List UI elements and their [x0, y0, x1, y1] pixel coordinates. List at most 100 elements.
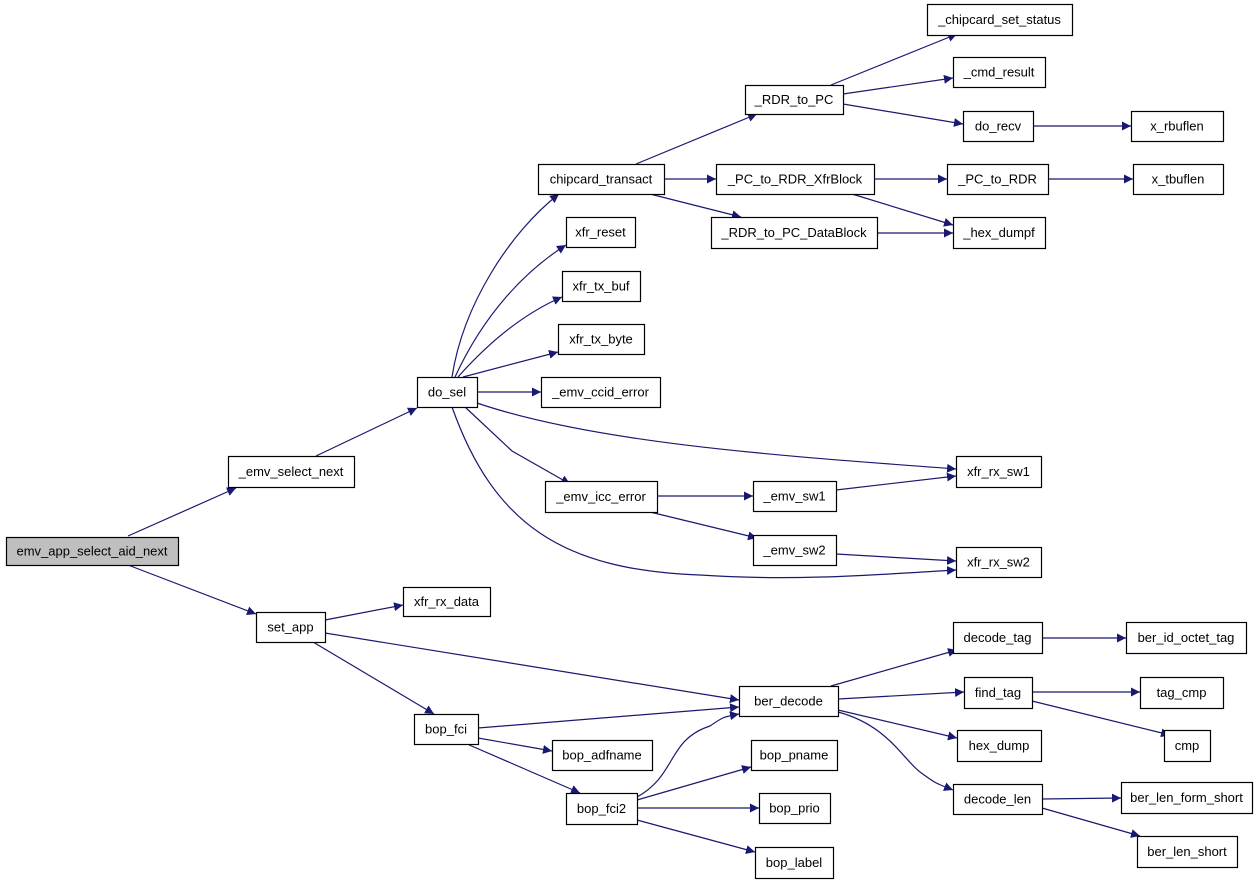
node-box-xfr_tx_byte [557, 323, 646, 356]
node-box-ber_id_octet_tag [1125, 621, 1248, 655]
node-box-bop_label [754, 846, 835, 880]
node-box-bop_prio [758, 792, 832, 825]
edge-bop_fci2-to-bop_label [636, 819, 756, 854]
node-label-emv_app_select_aid_next: emv_app_select_aid_next [16, 544, 167, 559]
node-box-ber_len_short [1136, 835, 1239, 869]
node-chipcard_transact[interactable]: chipcard_transact [537, 163, 666, 196]
node-label-xfr_tx_byte: xfr_tx_byte [569, 332, 633, 347]
node-label-_chipcard_set_status: _chipcard_set_status [937, 12, 1061, 27]
node-_PC_to_RDR[interactable]: _PC_to_RDR [946, 163, 1050, 196]
edge-ber_decode-to-decode_len [837, 711, 954, 791]
node-box-bop_fci2 [565, 792, 639, 826]
node-bop_prio[interactable]: bop_prio [758, 792, 832, 825]
node-bop_label[interactable]: bop_label [754, 846, 835, 880]
node-box-ber_len_form_short [1120, 781, 1254, 815]
edge-do_sel-to-xfr_reset [454, 244, 567, 378]
edge-do_sel-to-xfr_rx_sw1 [476, 402, 957, 473]
node-box-_PC_to_RDR [946, 163, 1050, 196]
node-xfr_rx_sw2[interactable]: xfr_rx_sw2 [955, 546, 1043, 579]
node-box-tag_cmp [1139, 676, 1225, 710]
node-xfr_rx_sw1[interactable]: xfr_rx_sw1 [955, 455, 1043, 489]
node-bop_fci2[interactable]: bop_fci2 [565, 792, 639, 826]
node-xfr_tx_byte[interactable]: xfr_tx_byte [557, 323, 646, 356]
node-box-_emv_ccid_error [540, 376, 662, 409]
node-cmp[interactable]: cmp [1163, 729, 1212, 763]
node-label-ber_decode: ber_decode [754, 694, 823, 709]
node-box-decode_len [952, 783, 1044, 816]
edge-emv_app_select_aid_next-to-_emv_select_next [127, 487, 237, 537]
node-decode_len[interactable]: decode_len [952, 783, 1044, 816]
edge-_RDR_to_PC-to-_chipcard_set_status [830, 33, 958, 86]
node-box-cmp [1163, 729, 1212, 763]
node-box-bop_pname [750, 739, 839, 772]
node-set_app[interactable]: set_app [255, 611, 327, 644]
node-_emv_sw2[interactable]: _emv_sw2 [752, 534, 838, 567]
node-box-_emv_sw2 [752, 534, 838, 567]
node-box-bop_fci [413, 713, 480, 746]
node-box-ber_decode [738, 685, 840, 718]
node-label-find_tag: find_tag [975, 685, 1021, 700]
node-label-do_recv: do_recv [975, 119, 1022, 134]
node-_PC_to_RDR_XfrBlock[interactable]: _PC_to_RDR_XfrBlock [715, 163, 876, 196]
node-xfr_rx_data[interactable]: xfr_rx_data [402, 586, 492, 618]
node-box-emv_app_select_aid_next [5, 536, 180, 567]
node-label-ber_id_octet_tag: ber_id_octet_tag [1138, 630, 1235, 645]
node-_RDR_to_PC_DataBlock[interactable]: _RDR_to_PC_DataBlock [710, 216, 879, 250]
node-label-chipcard_transact: chipcard_transact [550, 172, 653, 187]
node-_emv_ccid_error[interactable]: _emv_ccid_error [540, 376, 662, 409]
node-hex_dump[interactable]: hex_dump [956, 729, 1043, 763]
node-bop_pname[interactable]: bop_pname [750, 739, 839, 772]
node-tag_cmp[interactable]: tag_cmp [1139, 676, 1225, 710]
node-label-bop_adfname: bop_adfname [562, 748, 642, 763]
node-_emv_sw1[interactable]: _emv_sw1 [752, 480, 838, 513]
edge-find_tag-to-cmp [1031, 700, 1171, 738]
node-do_recv[interactable]: do_recv [962, 110, 1035, 143]
node-label-xfr_rx_sw1: xfr_rx_sw1 [967, 464, 1030, 479]
edge-chipcard_transact-to-_RDR_to_PC [635, 113, 758, 165]
node-box-find_tag [963, 676, 1034, 710]
edge-do_sel-to-chipcard_transact [451, 193, 560, 378]
node-bop_adfname[interactable]: bop_adfname [551, 739, 654, 772]
node-box-_cmd_result [952, 56, 1047, 89]
node-label-_cmd_result: _cmd_result [963, 65, 1035, 80]
node-box-_hex_dumpf [952, 216, 1047, 250]
node-_cmd_result[interactable]: _cmd_result [952, 56, 1047, 89]
node-label-_RDR_to_PC: _RDR_to_PC [754, 92, 834, 107]
node-box-set_app [255, 611, 327, 644]
node-_hex_dumpf[interactable]: _hex_dumpf [952, 216, 1047, 250]
node-emv_app_select_aid_next[interactable]: emv_app_select_aid_next [5, 536, 180, 567]
node-box-xfr_tx_buf [561, 270, 642, 303]
node-ber_len_form_short[interactable]: ber_len_form_short [1120, 781, 1254, 815]
node-label-_RDR_to_PC_DataBlock: _RDR_to_PC_DataBlock [720, 225, 867, 240]
node-xfr_tx_buf[interactable]: xfr_tx_buf [561, 270, 642, 303]
node-xfr_reset[interactable]: xfr_reset [565, 216, 637, 249]
node-ber_decode[interactable]: ber_decode [738, 685, 840, 718]
node-label-bop_fci: bop_fci [425, 722, 467, 737]
edge-_RDR_to_PC-to-do_recv [842, 103, 964, 127]
node-label-bop_prio: bop_prio [769, 801, 820, 816]
node-label-xfr_tx_buf: xfr_tx_buf [572, 279, 629, 294]
node-box-chipcard_transact [537, 163, 666, 196]
node-do_sel[interactable]: do_sel [416, 376, 479, 409]
node-x_tbuflen[interactable]: x_tbuflen [1132, 163, 1225, 196]
node-_chipcard_set_status[interactable]: _chipcard_set_status [926, 3, 1074, 37]
node-find_tag[interactable]: find_tag [963, 676, 1034, 710]
node-box-xfr_rx_data [402, 586, 492, 618]
node-_RDR_to_PC[interactable]: _RDR_to_PC [744, 84, 845, 116]
node-label-_emv_sw2: _emv_sw2 [762, 543, 825, 558]
node-box-xfr_rx_sw2 [955, 546, 1043, 579]
node-_emv_select_next[interactable]: _emv_select_next [227, 455, 356, 489]
edge-_emv_sw1-to-xfr_rx_sw1 [835, 472, 957, 491]
node-ber_len_short[interactable]: ber_len_short [1136, 835, 1239, 869]
node-_emv_icc_error[interactable]: _emv_icc_error [544, 480, 659, 514]
node-bop_fci[interactable]: bop_fci [413, 713, 480, 746]
node-label-set_app: set_app [267, 620, 313, 635]
node-ber_id_octet_tag[interactable]: ber_id_octet_tag [1125, 621, 1248, 655]
node-decode_tag[interactable]: decode_tag [952, 621, 1044, 655]
node-x_rbuflen[interactable]: x_rbuflen [1130, 110, 1225, 143]
node-label-xfr_reset: xfr_reset [575, 225, 626, 240]
edge-_emv_select_next-to-do_sel [315, 407, 418, 457]
node-box-x_tbuflen [1132, 163, 1225, 196]
node-label-bop_label: bop_label [766, 855, 822, 870]
